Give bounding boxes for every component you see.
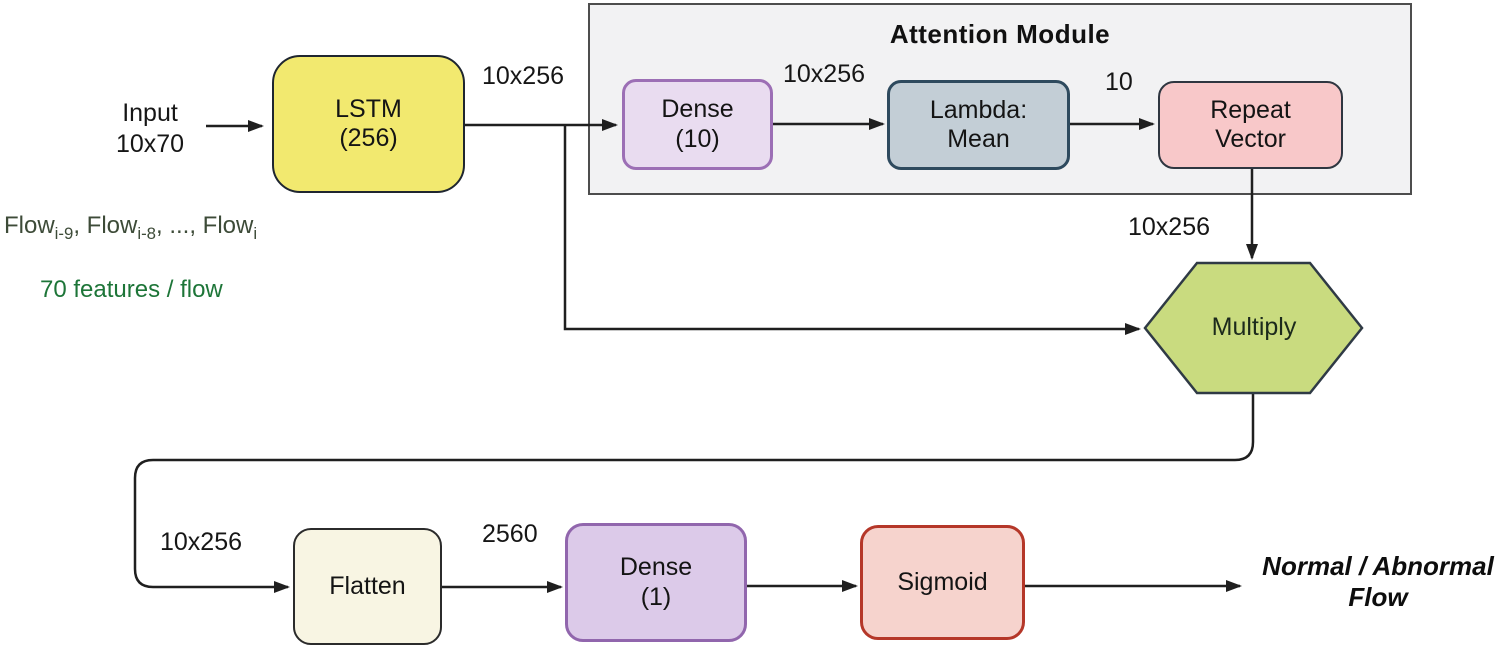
multiply-node-label: Multiply [1211, 313, 1297, 341]
dim-label-flatten-output: 2560 [482, 520, 538, 548]
features-per-flow-label: 70 features / flow [40, 276, 223, 303]
dim-label-flatten-input: 10x256 [160, 528, 243, 556]
repeat-vector-node: Repeat Vector [1158, 81, 1343, 169]
lstm-node: LSTM (256) [272, 55, 465, 193]
attention-module-title: Attention Module [889, 19, 1111, 49]
output-label: Normal / Abnormal Flow [1262, 551, 1494, 613]
flatten-node: Flatten [293, 528, 442, 645]
sigmoid-node: Sigmoid [860, 525, 1025, 640]
flow-sequence-label: Flowi-9, Flowi-8, ..., Flowi [4, 212, 258, 243]
dim-label-lambda-output: 10 [1105, 68, 1133, 96]
dense10-node: Dense (10) [622, 79, 773, 170]
lambda-mean-node: Lambda: Mean [887, 80, 1070, 170]
input-label: Input 10x70 [115, 99, 185, 158]
dim-label-repeat-output: 10x256 [1128, 213, 1211, 241]
dim-label-dense10-output: 10x256 [783, 60, 866, 88]
dim-label-lstm-output: 10x256 [482, 62, 565, 90]
dense1-node: Dense (1) [565, 523, 747, 642]
